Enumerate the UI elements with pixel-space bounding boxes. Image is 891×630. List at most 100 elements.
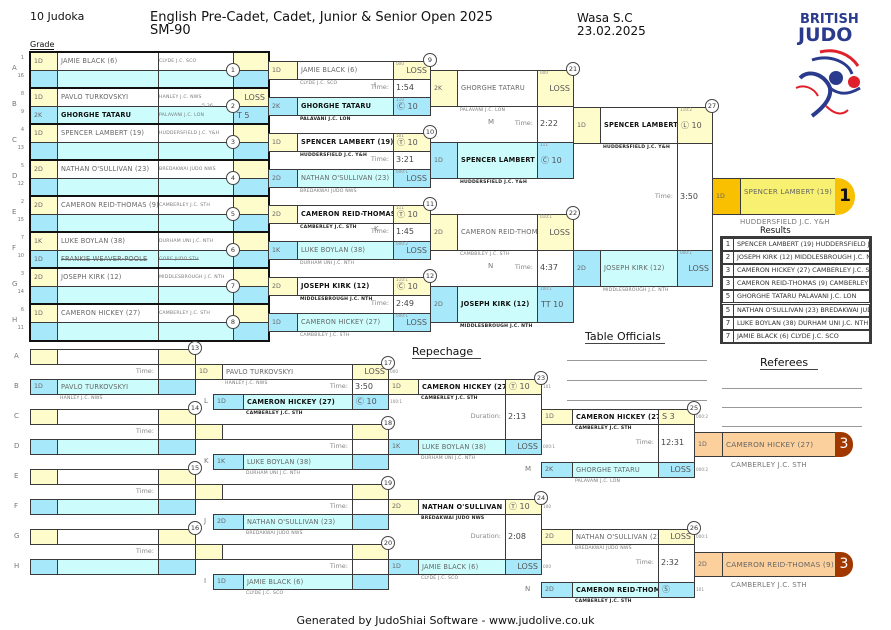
competitor-name[interactable] [57, 529, 159, 545]
competitor-name[interactable] [222, 484, 353, 500]
competitor-name[interactable]: PAVLO TURKOVSKYI [57, 379, 159, 395]
results-entry: LUKE BOYLAN (38) DURHAM UNI J.C. NTH [733, 316, 870, 330]
grade-cell: 2D [268, 169, 298, 188]
british-judo-logo: BRITISH JUDO [790, 10, 870, 120]
result-cell: LOSS [537, 70, 574, 107]
grade-cell: 2K [541, 462, 573, 478]
match-number-badge: 5 [226, 207, 240, 221]
repechage-title: Repechage [412, 345, 482, 359]
competitor-name[interactable] [57, 439, 159, 455]
competitor-name[interactable]: JOSEPH KIRK (12) [600, 250, 678, 287]
competitor-name[interactable] [222, 424, 353, 440]
competitor-name[interactable]: CAMERON HICKEY (27) [297, 313, 394, 332]
competitor-name[interactable] [57, 499, 159, 515]
results-entry: CAMERON HICKEY (27) CAMBERLEY J.C. STH [733, 264, 870, 278]
seed-number: 7 [20, 235, 24, 241]
bronze-place-badge: 3 [835, 432, 853, 457]
tournament-title: English Pre-Cadet, Cadet, Junior & Senio… [150, 10, 493, 25]
time-label: Duration: [470, 411, 501, 420]
match-number-badge: 6 [226, 243, 240, 257]
competitor-name[interactable]: NATHAN O'SULLIVAN (23) [572, 529, 659, 545]
results-entry: GHORGHE TATARU PALAVANI J.C. LON [733, 290, 870, 304]
match-number-badge: 21 [566, 62, 580, 76]
competitor-name[interactable]: NATHAN O'SULLIVAN (23) [297, 169, 394, 188]
pool-letter: E [12, 208, 17, 216]
competitor-name[interactable]: LUKE BOYLAN (38) [243, 454, 353, 470]
time-value: 2:08 [508, 531, 526, 541]
competitor-name[interactable]: CAMERON HICKEY (27) [243, 394, 353, 410]
club-label: PALAVANI J.C. LON [460, 108, 506, 113]
club-label: CLYDE J.C. SCO [246, 591, 284, 596]
grade-cell: 2D [541, 582, 573, 598]
club-label: MIDDLESBROUGH J.C. NTH [603, 288, 669, 293]
competitor-name[interactable]: CAMERON REID-THOMAS [297, 205, 394, 224]
pool-letter: C [12, 136, 17, 144]
gold-place-badge: 1 [835, 178, 855, 215]
competitor-name[interactable] [57, 409, 159, 425]
competitor-name[interactable] [57, 469, 159, 485]
competitor-name[interactable]: CAMERON HICKEY (27) [572, 409, 659, 425]
competitor-name[interactable]: LUKE BOYLAN (38) [297, 241, 394, 260]
repechage-letter: C [14, 412, 19, 420]
time-label: Time: [370, 299, 389, 307]
match-number-badge: 24 [534, 491, 548, 505]
result-cell [158, 559, 196, 575]
match-number-badge: 10 [423, 125, 437, 139]
competitor-name[interactable]: SPENCER LAMBERT (19) [600, 107, 678, 144]
match-number-badge: 20 [381, 536, 395, 550]
competitor-name[interactable]: JAMIE BLACK (6) [418, 559, 506, 575]
pool-letter: D [12, 172, 18, 180]
results-entry: CAMERON REID-THOMAS (9) CAMBERLEY J.C. S… [733, 277, 870, 291]
time-label: Time: [370, 227, 389, 235]
club-label: DURHAM UNI J.C. NTH [300, 261, 355, 266]
competitor-name[interactable]: SPENCER LAMBERT (19) [457, 142, 538, 179]
club-label: HANLEY J.C. NWS [225, 381, 268, 386]
competitor-name[interactable]: GHORGHE TATARU [297, 97, 394, 116]
time-box [158, 484, 196, 500]
result-cell [352, 574, 389, 590]
competitor-name[interactable]: CAMERON HICKEY (27) [418, 379, 506, 395]
results-entry: NATHAN O'SULLIVAN (23) BREDAKWAI JUDO NW… [733, 303, 870, 317]
grade-cell [30, 529, 58, 545]
competitor-name[interactable]: JOSEPH KIRK (12) [297, 277, 394, 296]
competitor-name[interactable] [222, 544, 353, 560]
match-number-badge: 13 [188, 341, 202, 355]
grade-cell: 1D [573, 107, 601, 144]
competitor-name[interactable]: CAMERON REID-THOMAS (9) [572, 582, 659, 598]
competitor-name[interactable]: JAMIE BLACK (6) [297, 61, 394, 80]
match-letter: N [525, 584, 531, 593]
referees-title: Referees [760, 356, 819, 370]
competitor-name[interactable]: NATHAN O'SULLIVAN (23) [243, 514, 353, 530]
grade-cell: 2D [430, 214, 458, 251]
competitor-name[interactable]: GHORGHE TATARU [457, 70, 538, 107]
competitor-name[interactable]: JOSEPH KIRK (12) [457, 286, 538, 323]
competitor-name[interactable] [57, 559, 159, 575]
competitor-name[interactable]: GHORGHE TATARU [572, 462, 659, 478]
club-label: HUDDERSFIELD J.C. Y&H [603, 145, 671, 150]
table-officials-title: Table Officials [585, 330, 665, 344]
competitor-name[interactable] [57, 349, 159, 365]
competitor-name[interactable]: PAVLO TURKOVSKYI [222, 364, 353, 380]
match-number-badge: 2 [226, 99, 240, 113]
time-label: Time: [370, 83, 389, 91]
competitor-name[interactable]: JAMIE BLACK (6) [243, 574, 353, 590]
match-number-badge: 11 [423, 197, 437, 211]
footer-credit: Generated by JudoShiai Software - www.ju… [296, 614, 595, 627]
match-letter: K [374, 225, 379, 233]
match-number-badge: 25 [687, 401, 701, 415]
competitor-name[interactable]: NATHAN O'SULLIVAN (23) [418, 499, 506, 515]
time-value: 3:50 [680, 191, 698, 201]
seed-number: 8 [20, 91, 24, 97]
result-cell: Ⓢ [658, 582, 695, 598]
competitor-name[interactable]: SPENCER LAMBERT (19) [297, 133, 394, 152]
score-code: 000:2 [696, 466, 709, 472]
grade-cell [30, 559, 58, 575]
result-cell [158, 379, 196, 395]
match-number-badge: 22 [566, 206, 580, 220]
club-label: CLYDE J.C. SCO [421, 576, 459, 581]
competitor-name[interactable]: CAMERON REID-THOMAS (9) [457, 214, 538, 251]
seed-number: 9 [20, 109, 24, 115]
time-value: 3:21 [396, 155, 414, 164]
time-box [677, 143, 713, 251]
competitor-name[interactable]: LUKE BOYLAN (38) [418, 439, 506, 455]
